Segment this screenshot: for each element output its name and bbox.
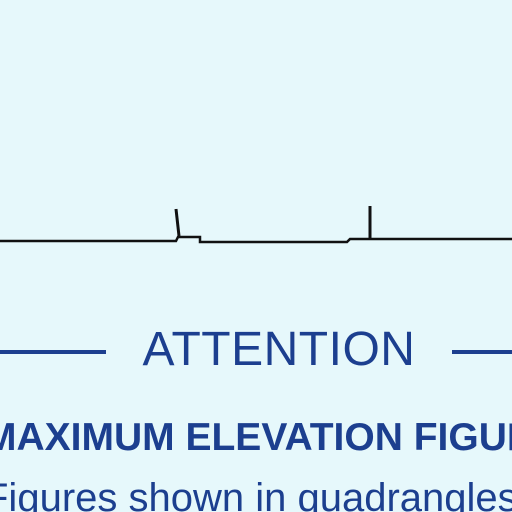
route-tick [174,208,181,237]
divider-line-left [0,350,106,354]
notice-headline: MAXIMUM ELEVATION FIGURES [0,416,512,459]
route-line [0,235,512,244]
divider-line-right [452,350,512,354]
map-route-area [0,206,512,244]
notice-subline: Figures shown in quadrangles [0,476,512,512]
attention-heading: ATTENTION [142,323,416,376]
